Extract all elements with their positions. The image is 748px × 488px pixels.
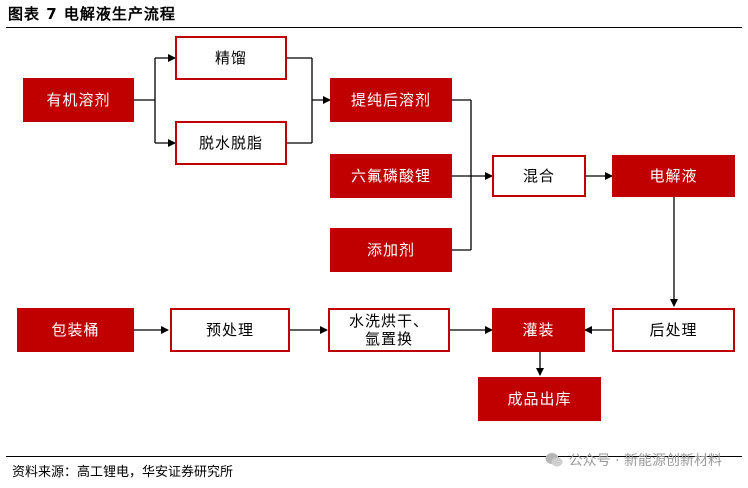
line-merge-purify: [287, 57, 313, 144]
wash-dry-line-1: 水洗烘干、: [348, 312, 429, 330]
watermark-text: 公众号 · 新能源创新材料: [568, 453, 722, 469]
node-lipf6: 六氟磷酸锂: [330, 154, 452, 198]
top-rule: [6, 27, 742, 28]
node-finished-storage: 成品出库: [478, 377, 601, 421]
node-pretreatment: 预处理: [170, 308, 290, 352]
node-mixing: 混合: [492, 155, 586, 197]
node-purified-solvent: 提纯后溶剂: [330, 78, 452, 122]
wechat-icon: [545, 453, 563, 467]
node-dehydration: 脱水脱脂: [175, 121, 287, 165]
watermark: 公众号 · 新能源创新材料: [545, 450, 722, 470]
wash-dry-line-2: 氩置换: [364, 330, 413, 348]
node-filling: 灌装: [492, 308, 585, 352]
node-packaging-drum: 包装桶: [17, 308, 134, 352]
node-electrolyte: 电解液: [612, 155, 735, 197]
line-solvent-split: [134, 58, 156, 143]
line-merge-mix: [452, 99, 472, 251]
node-rectification: 精馏: [175, 36, 287, 80]
node-additive: 添加剂: [330, 228, 452, 272]
node-wash-dry: 水洗烘干、 氩置换: [328, 308, 450, 352]
node-organic-solvent: 有机溶剂: [23, 78, 134, 122]
bottom-rule: [6, 456, 742, 457]
source-note: 资料来源：高工锂电，华安证券研究所: [12, 465, 234, 480]
figure-title: 图表 7 电解液生产流程: [8, 5, 176, 23]
node-post-processing: 后处理: [612, 308, 735, 352]
